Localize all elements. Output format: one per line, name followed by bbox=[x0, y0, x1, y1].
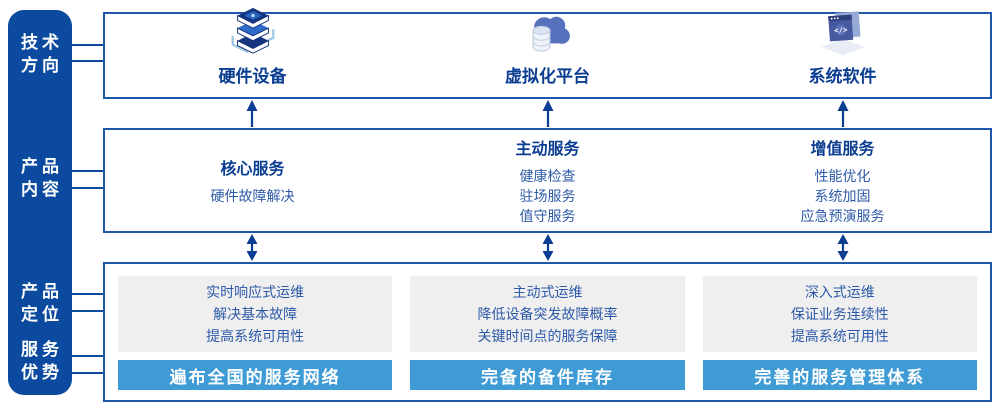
positioning-line: 解决基本故障 bbox=[213, 306, 298, 322]
sidebar-label-line: 产品 bbox=[21, 157, 63, 176]
cloud-database-icon bbox=[520, 10, 576, 60]
tech-col-system-software: </> 系统软件 bbox=[695, 11, 990, 97]
positioning-col-proactive: 主动式运维 降低设备突发故障概率 关键时间点的服务保障 完备的备件库存 bbox=[410, 276, 685, 400]
tech-label: 硬件设备 bbox=[218, 67, 287, 86]
sidebar-item-product-positioning: 产品 定位 bbox=[8, 280, 72, 326]
positioning-col-realtime: 实时响应式运维 解决基本故障 提高系统可用性 遍布全国的服务网络 bbox=[118, 276, 393, 400]
sidebar-label-line: 产品 bbox=[21, 282, 63, 301]
up-arrow bbox=[542, 100, 554, 127]
positioning-box: 实时响应式运维 解决基本故障 提高系统可用性 遍布全国的服务网络 主动式运维 降… bbox=[103, 262, 992, 402]
tech-label: 虚拟化平台 bbox=[505, 67, 590, 86]
up-arrow bbox=[246, 100, 258, 127]
service-item: 硬件故障解决 bbox=[210, 188, 295, 204]
connector-line bbox=[69, 60, 105, 62]
positioning-line: 关键时间点的服务保障 bbox=[477, 328, 618, 344]
sidebar-item-product-content: 产品 内容 bbox=[8, 155, 72, 201]
service-col-core: 核心服务 硬件故障解决 bbox=[105, 130, 400, 231]
connector-line bbox=[69, 293, 105, 295]
positioning-panel: 深入式运维 保证业务连续性 提高系统可用性 bbox=[702, 276, 977, 352]
positioning-panel: 实时响应式运维 解决基本故障 提高系统可用性 bbox=[118, 276, 393, 352]
service-col-proactive: 主动服务 健康检查 驻场服务 值守服务 bbox=[400, 130, 695, 231]
code-window-icon: </> bbox=[815, 6, 871, 60]
up-arrow bbox=[837, 100, 849, 127]
service-item: 性能优化 bbox=[814, 168, 871, 184]
connector-line bbox=[69, 44, 105, 46]
connector-line bbox=[69, 187, 105, 189]
sidebar-label-line: 优势 bbox=[21, 363, 63, 382]
server-stack-icon bbox=[224, 4, 282, 60]
tech-label: 系统软件 bbox=[808, 67, 877, 86]
service-title: 主动服务 bbox=[515, 141, 580, 158]
connector-line bbox=[69, 355, 105, 357]
positioning-line: 主动式运维 bbox=[512, 284, 583, 300]
connector-line bbox=[69, 310, 105, 312]
connector-line bbox=[69, 372, 105, 374]
double-arrow bbox=[542, 234, 554, 261]
sidebar-label-line: 定位 bbox=[21, 305, 63, 324]
positioning-panel: 主动式运维 降低设备突发故障概率 关键时间点的服务保障 bbox=[410, 276, 685, 352]
category-sidebar bbox=[8, 10, 72, 395]
tech-col-hardware: 硬件设备 bbox=[105, 7, 400, 97]
connector-line bbox=[69, 170, 105, 172]
positioning-line: 保证业务连续性 bbox=[790, 306, 889, 322]
service-item: 值守服务 bbox=[519, 208, 576, 224]
positioning-line: 提高系统可用性 bbox=[206, 328, 305, 344]
positioning-line: 深入式运维 bbox=[804, 284, 875, 300]
positioning-col-deep: 深入式运维 保证业务连续性 提高系统可用性 完善的服务管理体系 bbox=[702, 276, 977, 400]
double-arrow bbox=[246, 234, 258, 261]
sidebar-label-line: 方向 bbox=[21, 56, 63, 75]
service-title: 核心服务 bbox=[220, 161, 285, 178]
positioning-line: 降低设备突发故障概率 bbox=[477, 306, 618, 322]
sidebar-label-line: 内容 bbox=[21, 180, 63, 199]
positioning-line: 实时响应式运维 bbox=[206, 284, 305, 300]
advantage-bar: 完善的服务管理体系 bbox=[702, 360, 977, 390]
advantage-bar: 遍布全国的服务网络 bbox=[118, 360, 393, 390]
service-item: 驻场服务 bbox=[519, 188, 576, 204]
sidebar-item-service-advantage: 服务 优势 bbox=[8, 338, 72, 384]
sidebar-label-line: 服务 bbox=[21, 340, 63, 359]
sidebar-item-tech-direction: 技术 方向 bbox=[8, 31, 72, 77]
advantage-bar: 完备的备件库存 bbox=[410, 360, 685, 390]
service-item: 系统加固 bbox=[814, 188, 871, 204]
service-title: 增值服务 bbox=[810, 141, 875, 158]
double-arrow bbox=[837, 234, 849, 261]
service-col-value-added: 增值服务 性能优化 系统加固 应急预演服务 bbox=[695, 130, 990, 231]
positioning-line: 提高系统可用性 bbox=[790, 328, 889, 344]
service-item: 应急预演服务 bbox=[800, 208, 885, 224]
service-item: 健康检查 bbox=[519, 168, 576, 184]
sidebar-label-line: 技术 bbox=[21, 33, 63, 52]
product-content-box: 核心服务 硬件故障解决 主动服务 健康检查 驻场服务 值守服务 增值服务 性能优… bbox=[103, 128, 992, 233]
tech-direction-box: 硬件设备 虚拟化平台 bbox=[103, 7, 992, 99]
tech-col-virtualization: 虚拟化平台 bbox=[400, 14, 695, 97]
svg-text:</>: </> bbox=[833, 25, 848, 35]
